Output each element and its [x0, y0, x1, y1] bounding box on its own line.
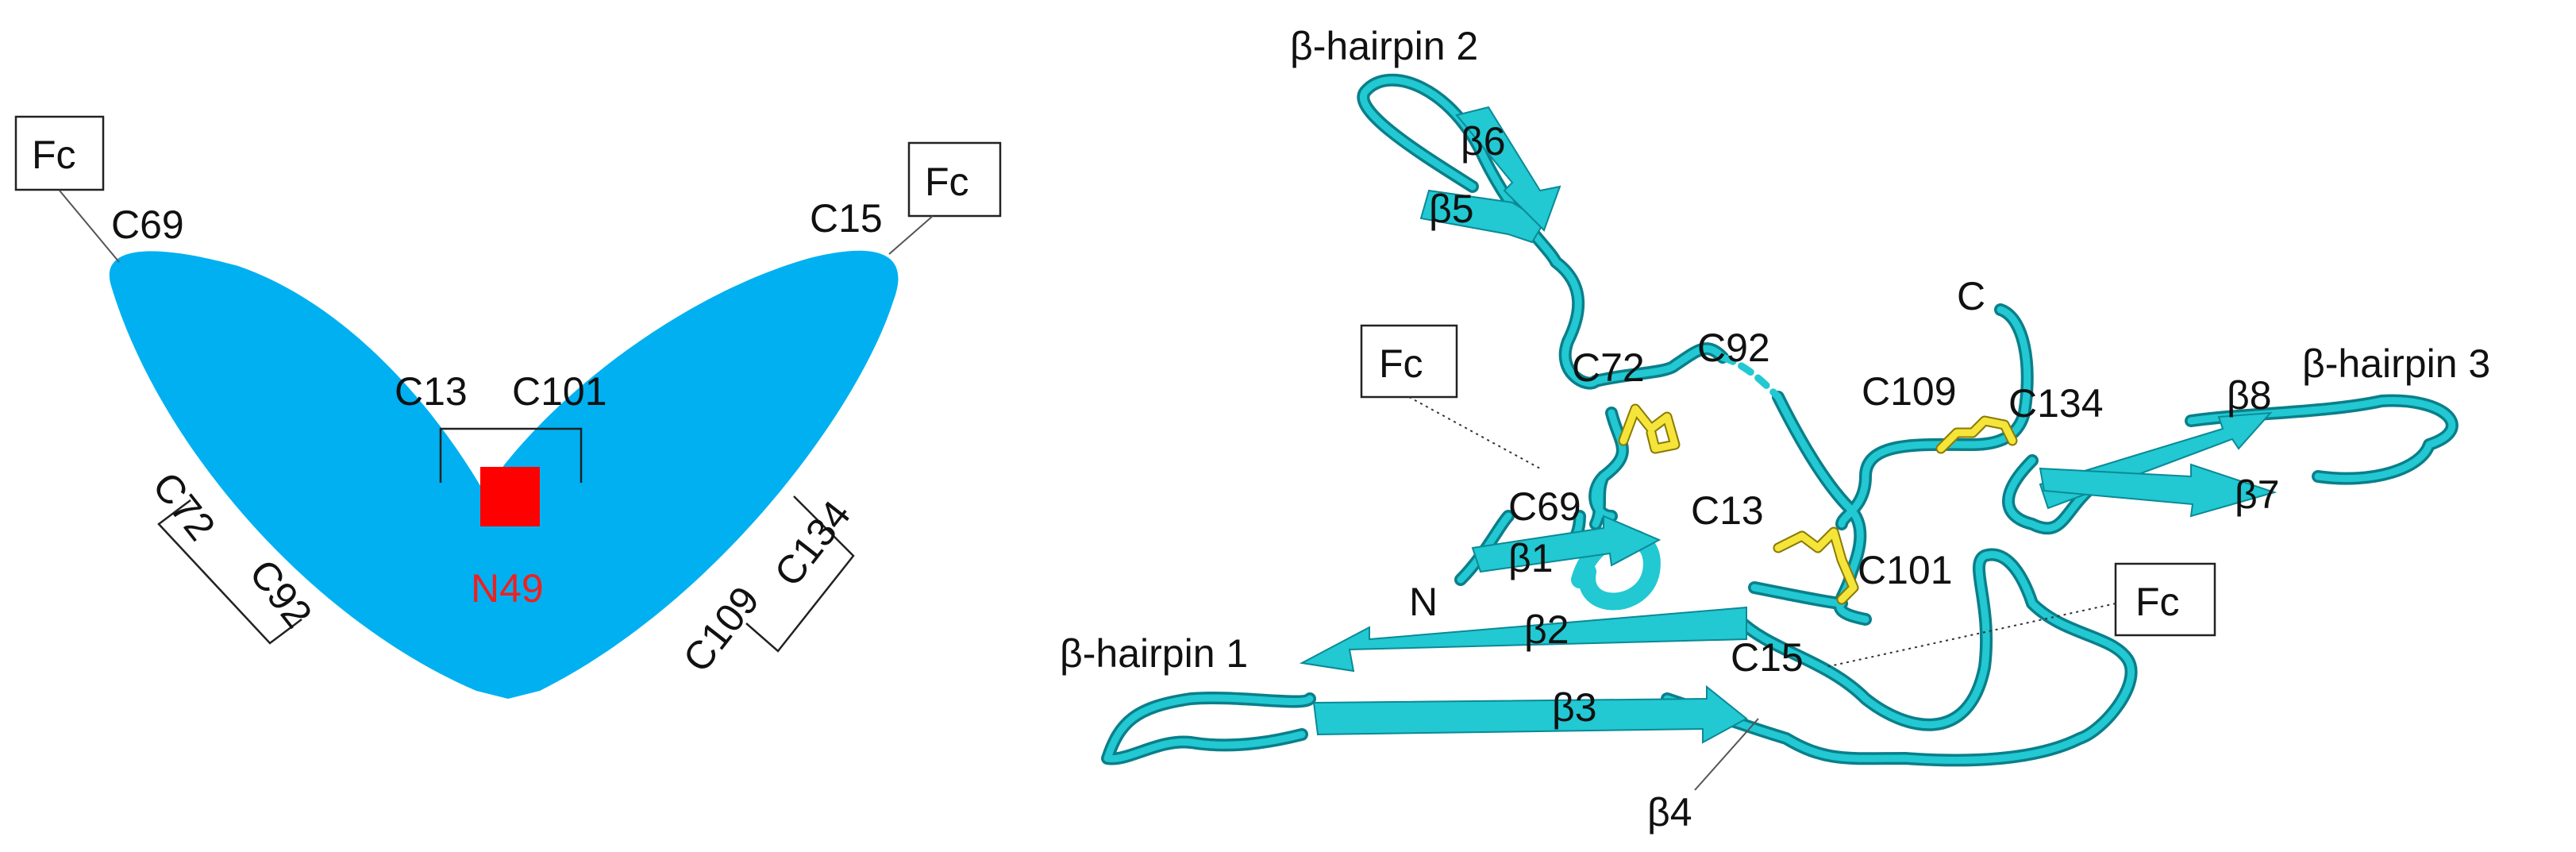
- label-fc-right: Fc: [925, 160, 969, 204]
- label-c101: C101: [1858, 548, 1953, 592]
- n49-glycan-square: [480, 467, 540, 526]
- strand-b2: [1299, 606, 1747, 673]
- label-c72: C72: [1572, 345, 1645, 390]
- leader-fc-right: [888, 215, 934, 255]
- label-hairpin-3: β-hairpin 3: [2302, 341, 2490, 386]
- label-c101-left: C101: [512, 369, 607, 414]
- label-fc-structure-left: Fc: [1379, 341, 1423, 386]
- label-fc-left: Fc: [32, 133, 76, 177]
- label-c13: C13: [1691, 488, 1764, 533]
- label-n49: N49: [471, 566, 544, 611]
- label-c-term: C: [1957, 274, 1985, 318]
- label-c134: C134: [2008, 381, 2104, 426]
- label-c92: C92: [1697, 326, 1770, 370]
- leader-fc-structure-left: [1408, 396, 1541, 469]
- bracket-c13-c101: [439, 427, 583, 483]
- ribbon-structure: Fc Fc β-hairpin 2 β6 β5 C C72 C92 C109 C…: [1060, 24, 2490, 835]
- fc-box-structure-right: [2114, 562, 2216, 637]
- strand-b5: [1419, 189, 1546, 244]
- label-c15: C15: [1731, 635, 1804, 680]
- label-c15-left: C15: [810, 196, 883, 241]
- strand-b1: [1471, 515, 1662, 573]
- bracket-c109-c134: [745, 495, 855, 653]
- label-b2: β2: [1524, 607, 1569, 652]
- label-hairpin-2: β-hairpin 2: [1290, 24, 1478, 68]
- label-c69: C69: [1508, 484, 1581, 529]
- strand-b6: [1455, 106, 1561, 232]
- label-b6: β6: [1461, 119, 1506, 164]
- strand-b7: [2039, 463, 2278, 518]
- label-fc-structure-right: Fc: [2135, 580, 2180, 624]
- label-c69-left: C69: [111, 202, 184, 247]
- label-b8: β8: [2227, 373, 2272, 418]
- label-c72-left: C72: [144, 464, 224, 549]
- label-b5: β5: [1429, 187, 1474, 231]
- leader-fc-left: [59, 190, 120, 263]
- leader-b4: [1694, 718, 1759, 791]
- label-b7: β7: [2235, 472, 2280, 517]
- label-hairpin-1: β-hairpin 1: [1060, 631, 1248, 676]
- missing-residues-gap: [1719, 353, 1782, 401]
- domain-schematic: N49 C13 C101 Fc Fc C69 C15 C72 C92 C109 …: [14, 115, 1002, 699]
- label-c134-left: C134: [766, 492, 860, 595]
- label-b4: β4: [1647, 790, 1692, 835]
- fc-box-right: [907, 141, 1002, 218]
- label-b1: β1: [1508, 536, 1554, 580]
- bracket-c72-c92: [157, 499, 302, 645]
- disulfide-bonds: [1618, 403, 2018, 605]
- fc-box-left: [14, 115, 105, 191]
- beta-strands: [1299, 106, 2278, 744]
- label-c109: C109: [1862, 369, 1957, 414]
- label-n-term: N: [1409, 580, 1438, 624]
- label-b3: β3: [1552, 685, 1597, 730]
- label-c13-left: C13: [395, 369, 468, 414]
- strand-b3: [1312, 684, 1748, 744]
- coil-backbone: [1101, 73, 2459, 767]
- leader-fc-structure-right: [1825, 603, 2116, 668]
